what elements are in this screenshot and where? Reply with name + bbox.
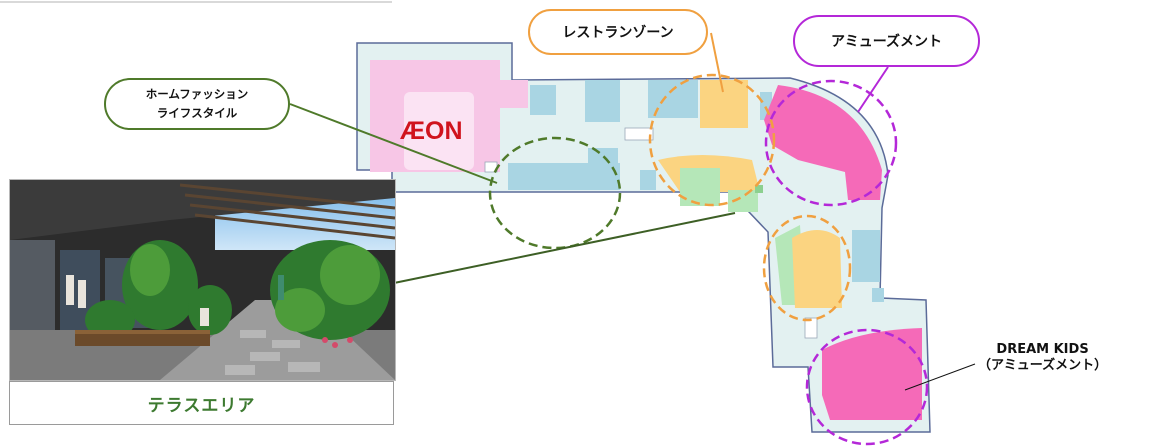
amusement-area <box>764 85 882 200</box>
top-divider <box>0 1 392 3</box>
home-fashion-callout: ホームファッション ライフスタイル <box>104 78 290 130</box>
shop <box>640 170 656 190</box>
amusement-callout: アミューズメント <box>793 15 980 67</box>
shop <box>585 80 620 122</box>
terrace-caption: テラスエリア <box>9 381 394 425</box>
shop <box>852 230 880 282</box>
terrace-caption-label: テラスエリア <box>147 395 256 416</box>
dream-kids-circle <box>805 328 929 446</box>
shop <box>588 148 618 166</box>
restaurant-circle-lower <box>762 214 852 322</box>
dream-kids-label-line1: DREAM KIDS <box>996 342 1089 357</box>
restaurant-shop <box>792 230 842 308</box>
amusement-leader <box>857 66 889 113</box>
amusement-label: アミューズメント <box>830 34 943 50</box>
dream-kids-leader <box>904 363 976 391</box>
restaurant-zone-callout: レストランゾーン <box>528 9 708 55</box>
terrace-photo-illustration <box>10 180 395 380</box>
aeon-logo: ÆON <box>400 117 463 145</box>
escalator <box>804 317 818 339</box>
home-fashion-leader <box>289 103 498 184</box>
green-area <box>728 190 758 212</box>
shop <box>872 288 884 302</box>
terrace-leader <box>393 212 736 284</box>
shop <box>530 85 556 115</box>
restaurant-shop <box>700 80 748 128</box>
aeon-annex <box>498 80 528 108</box>
home-fashion-label-line1: ホームファッション <box>145 87 249 101</box>
home-fashion-label-line2: ライフスタイル <box>156 106 238 120</box>
amusement-circle <box>764 79 898 207</box>
green-area <box>680 168 720 206</box>
escalator <box>624 127 654 141</box>
restaurant-zone-label: レストランゾーン <box>562 25 674 41</box>
dream-kids-callout: DREAM KIDS （アミューズメント） <box>978 342 1107 374</box>
dream-kids-label-line2: （アミューズメント） <box>978 358 1108 373</box>
marker <box>755 185 763 193</box>
aeon-inner <box>404 92 474 170</box>
restaurant-circle-upper <box>648 73 776 207</box>
dream-kids-area <box>822 328 922 420</box>
restaurant-leader <box>710 32 724 93</box>
home-fashion-shop <box>508 163 620 190</box>
home-fashion-circle <box>488 136 622 250</box>
terrace-photo <box>9 179 396 381</box>
